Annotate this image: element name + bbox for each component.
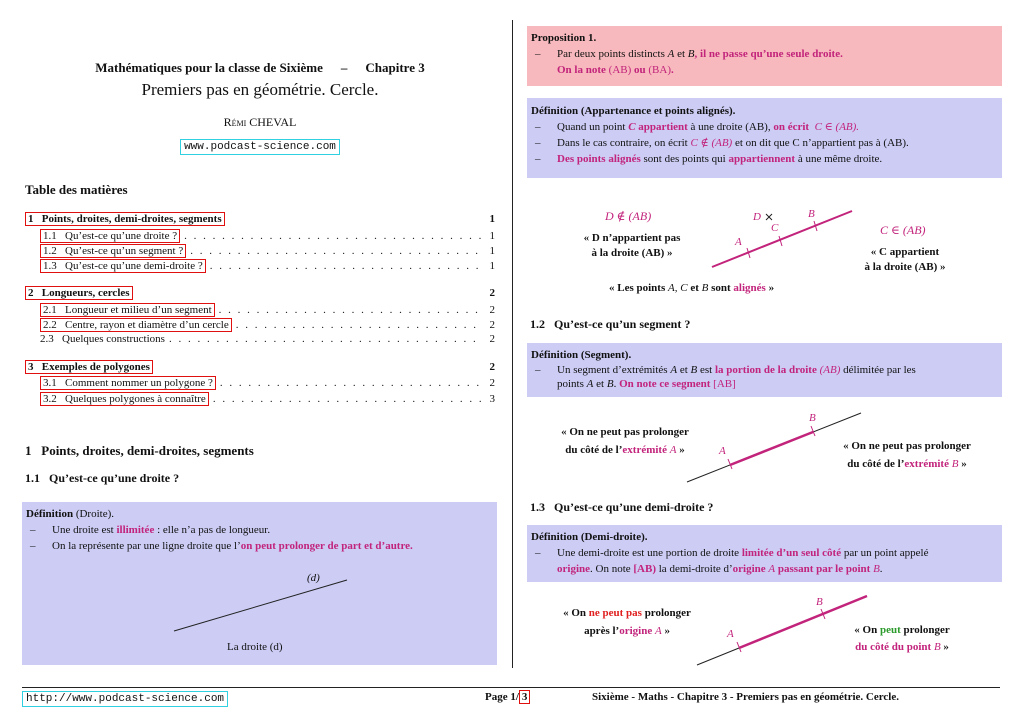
- tick-a: [746, 247, 751, 259]
- droite-figure: [173, 579, 348, 632]
- toc-item-1-2[interactable]: 1.2 Qu’est-ce qu’un segment ? . . . . . …: [40, 244, 495, 258]
- last-page-link[interactable]: 3: [518, 690, 531, 704]
- toc-item-1-3[interactable]: 1.3 Qu’est-ce qu’une demi-droite ? . . .…: [40, 259, 495, 273]
- toc-section-3[interactable]: 3 Exemples de polygones 2: [25, 360, 495, 374]
- line-d: [173, 579, 348, 632]
- definition-segment-box: Définition (Segment). –Un segment d’extr…: [527, 343, 1002, 397]
- section-1-1-heading: 1.1 Qu’est-ce qu’une droite ?: [25, 471, 180, 485]
- tick-c: [778, 235, 783, 247]
- line-ab: [711, 210, 853, 268]
- segment-figure: A B « On ne peut pas prolonger du côté d…: [527, 405, 1002, 485]
- droite-caption: La droite (d): [227, 641, 283, 653]
- toc-heading: Table des matières: [25, 182, 128, 197]
- toc-section-2[interactable]: 2 Longueurs, cercles 2: [25, 286, 495, 300]
- footer-rule: [22, 687, 1000, 688]
- toc-item-3-2[interactable]: 3.2 Quelques polygones à connaître . . .…: [40, 392, 495, 406]
- footer-url-link[interactable]: http://www.podcast-science.com: [22, 691, 229, 707]
- page-title: Premiers pas en géométrie. Cercle.: [141, 80, 379, 99]
- website-link[interactable]: www.podcast-science.com: [180, 139, 340, 155]
- tick-b: [813, 220, 818, 232]
- section-1-2-heading: 1.2 Qu’est-ce qu’un segment ?: [530, 317, 691, 331]
- aligned-caption: « Les points A, C et B sont alignés »: [609, 282, 775, 294]
- tick-a: [736, 641, 742, 653]
- definition-appartenance-box: Définition (Appartenance et points align…: [527, 98, 1002, 178]
- half-line-ab: [738, 594, 868, 650]
- toc-item-3-1[interactable]: 3.1 Comment nommer un polygone ? . . . .…: [40, 376, 495, 390]
- document-header: Mathématiques pour la classe de Sixième …: [25, 60, 495, 155]
- footer-title: Sixième - Maths - Chapitre 3 - Premiers …: [592, 691, 899, 703]
- course-line: Mathématiques pour la classe de Sixième …: [95, 60, 425, 75]
- section-1-3-heading: 1.3 Qu’est-ce qu’une demi-droite ?: [530, 500, 714, 514]
- appartenance-figure: A C B D D ∉ (AB) « D n’appartient pas à …: [583, 208, 946, 294]
- toc-item-2-1[interactable]: 2.1 Longueur et milieu d’un segment . . …: [40, 303, 495, 317]
- toc-item-2-3[interactable]: 2.3 Quelques constructions . . . . . . .…: [40, 333, 495, 345]
- course-name: Mathématiques pour la classe de Sixième: [95, 60, 323, 75]
- line-d-label: (d): [307, 572, 320, 584]
- toc-section-1[interactable]: 1 Points, droites, demi-droites, segment…: [25, 212, 495, 226]
- tick-a: [727, 458, 733, 470]
- toc-item-1-1[interactable]: 1.1 Qu’est-ce qu’une droite ? . . . . . …: [40, 229, 495, 243]
- author: Rémi CHEVAL: [223, 115, 297, 129]
- demi-droite-figure: A B « On ne peut pas prolonger après l’o…: [527, 590, 1002, 670]
- toc-item-2-2[interactable]: 2.2 Centre, rayon et diamètre d’un cercl…: [40, 318, 495, 332]
- section-1-heading: 1 Points, droites, demi-droites, segment…: [25, 443, 254, 458]
- tick-b: [820, 608, 826, 620]
- tick-b: [810, 425, 816, 437]
- line-before-origin: [696, 647, 740, 666]
- column-divider: [512, 20, 513, 668]
- definition-demi-droite-box: Définition (Demi-droite). –Une demi-droi…: [527, 525, 1002, 582]
- page-number: Page 1/3: [485, 690, 531, 704]
- segment-ab: [729, 430, 814, 467]
- chapter-label: Chapitre 3: [365, 60, 425, 75]
- definition-droite-box: Définition (Droite). –Une droite est ill…: [22, 502, 497, 665]
- proposition-1-box: Proposition 1. –Par deux points distinct…: [527, 26, 1002, 86]
